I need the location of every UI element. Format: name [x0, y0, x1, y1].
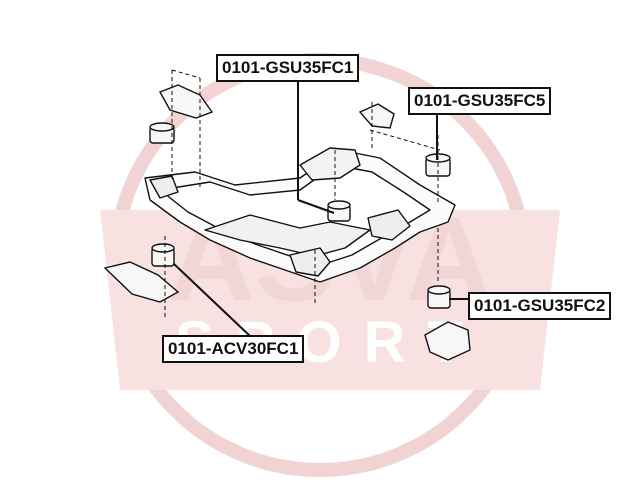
part-label-top-right[interactable]: 0101-GSU35FC5 [408, 87, 552, 115]
part-label-bottom-left[interactable]: 0101-ACV30FC1 [162, 335, 305, 363]
subframe-crossmember [204, 214, 371, 257]
bushing-center [327, 200, 351, 222]
upper-right-bracket [358, 103, 395, 129]
brackets [103, 84, 471, 361]
alignment-lines [164, 69, 441, 320]
bushings [149, 122, 451, 309]
upper-left-bracket [158, 84, 214, 119]
subframe-right-mount-pad [367, 209, 411, 241]
subframe [144, 147, 456, 283]
subframe-front-mount-pad [289, 247, 331, 277]
bushing-upper-left [149, 122, 175, 144]
bushing-lower-right [427, 285, 451, 309]
leader-lines [173, 80, 468, 337]
lower-right-bracket [424, 321, 471, 361]
bushing-lower-left [151, 243, 175, 267]
subframe-left-mount-pad [149, 175, 179, 199]
lower-left-bracket [103, 261, 180, 303]
part-label-bottom-right[interactable]: 0101-GSU35FC2 [468, 292, 612, 320]
subframe-rear-bracket [299, 147, 361, 181]
leader-bottom-left [173, 263, 251, 337]
part-label-top-center[interactable]: 0101-GSU35FC1 [216, 54, 360, 82]
leader-top-center-tip [297, 199, 335, 214]
